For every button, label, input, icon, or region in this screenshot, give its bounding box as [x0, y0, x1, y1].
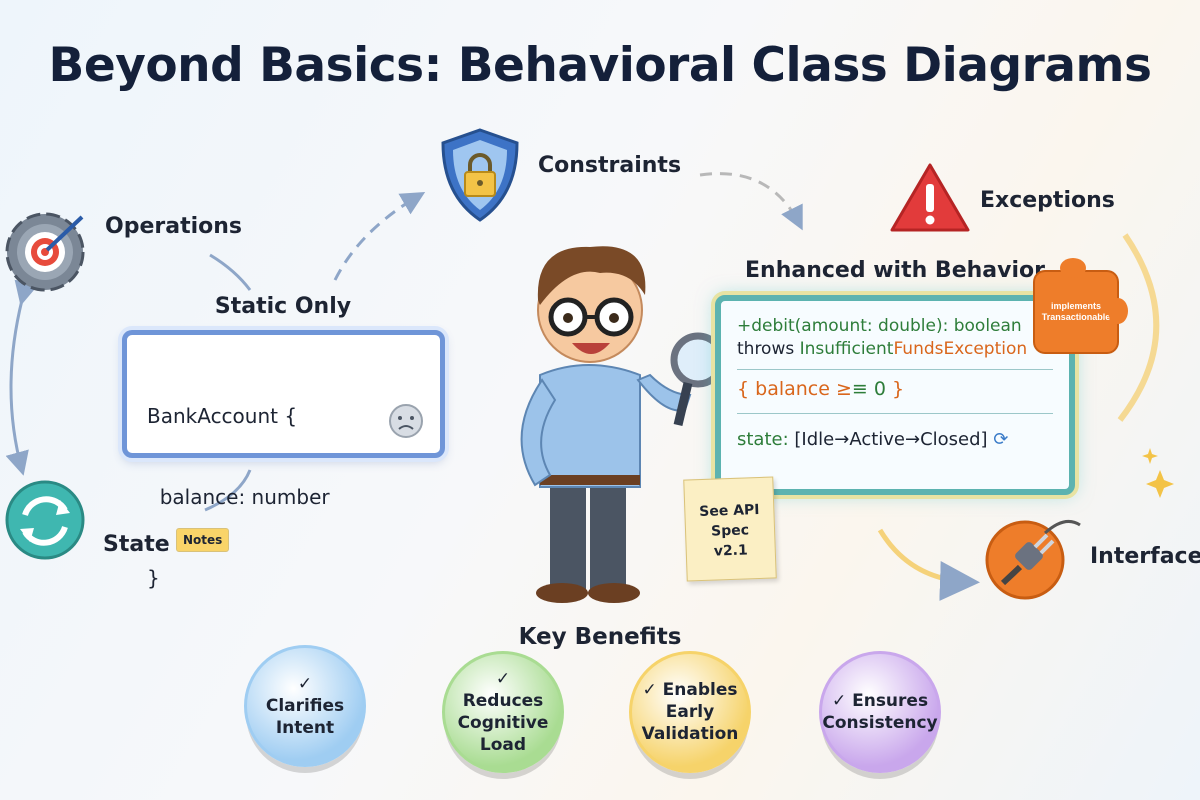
exception-name-suffix: FundsException: [893, 339, 1028, 359]
static-heading: Static Only: [214, 294, 352, 319]
sparkle-icon: [1146, 470, 1174, 498]
exception-name: Insufficient: [799, 339, 894, 359]
constraint-close: }: [892, 378, 905, 400]
constraint-value: ≡ 0: [851, 378, 886, 400]
state-keyword: state:: [737, 429, 789, 450]
refresh-icon: [5, 480, 85, 560]
magnifier-icon: [670, 332, 720, 388]
benefit-label: ✓ Reduces Cognitive Load: [457, 669, 549, 755]
benefit-badge: ✓ Enables Early Validation: [629, 651, 751, 773]
benefit-badge: ✓ Clarifies Intent: [244, 645, 366, 767]
operations-label: Operations: [105, 214, 242, 239]
constraint-text: { balance ≥: [737, 378, 852, 400]
benefit-label: ✓ Clarifies Intent: [265, 674, 345, 738]
warning-icon: [890, 163, 970, 232]
sad-face-icon: [389, 404, 423, 438]
throws-keyword: throws: [737, 339, 795, 359]
notes-badge: Notes: [176, 528, 230, 552]
code-line: }: [147, 566, 160, 590]
benefits-heading: Key Benefits: [518, 624, 682, 650]
puzzle-text: implements: [1050, 301, 1101, 311]
sticky-note: See API Spec v2.1: [683, 476, 777, 582]
note-line: v2.1: [713, 542, 749, 560]
code-line: BankAccount {: [147, 404, 298, 428]
constraints-label: Constraints: [538, 153, 682, 178]
puzzle-text: Transactionable: [1041, 312, 1111, 322]
exceptions-label: Exceptions: [980, 188, 1115, 213]
state-transitions: [Idle→Active→Closed]: [794, 429, 988, 450]
puzzle-piece-icon: implements Transactionable: [1035, 272, 1117, 352]
enhanced-class-box: +debit(amount: double): boolean throws I…: [715, 295, 1075, 495]
static-class-box: BankAccount { balance: number }: [122, 330, 445, 590]
benefit-label: ✓ Enables Early Validation: [641, 680, 739, 744]
interface-label: Interface: [1090, 544, 1200, 569]
cycle-icon: ⟳: [993, 429, 1009, 450]
code-line: balance: number: [147, 485, 330, 509]
gear-target-icon: [5, 212, 85, 292]
benefit-label: ✓ Ensures Consistency: [822, 691, 938, 733]
operation-signature: +debit(amount: double): boolean: [737, 316, 1022, 336]
benefit-badge: ✓ Ensures Consistency: [819, 651, 941, 773]
shield-lock-icon: [441, 128, 519, 222]
enhanced-heading: Enhanced with Behavior: [745, 258, 1045, 283]
plug-icon: [985, 519, 1081, 600]
page-title: Beyond Basics: Behavioral Class Diagrams: [48, 38, 1152, 93]
developer-character-illustration: [520, 246, 720, 603]
benefit-badge: ✓ Reduces Cognitive Load: [442, 651, 564, 773]
state-label: State: [103, 532, 170, 557]
